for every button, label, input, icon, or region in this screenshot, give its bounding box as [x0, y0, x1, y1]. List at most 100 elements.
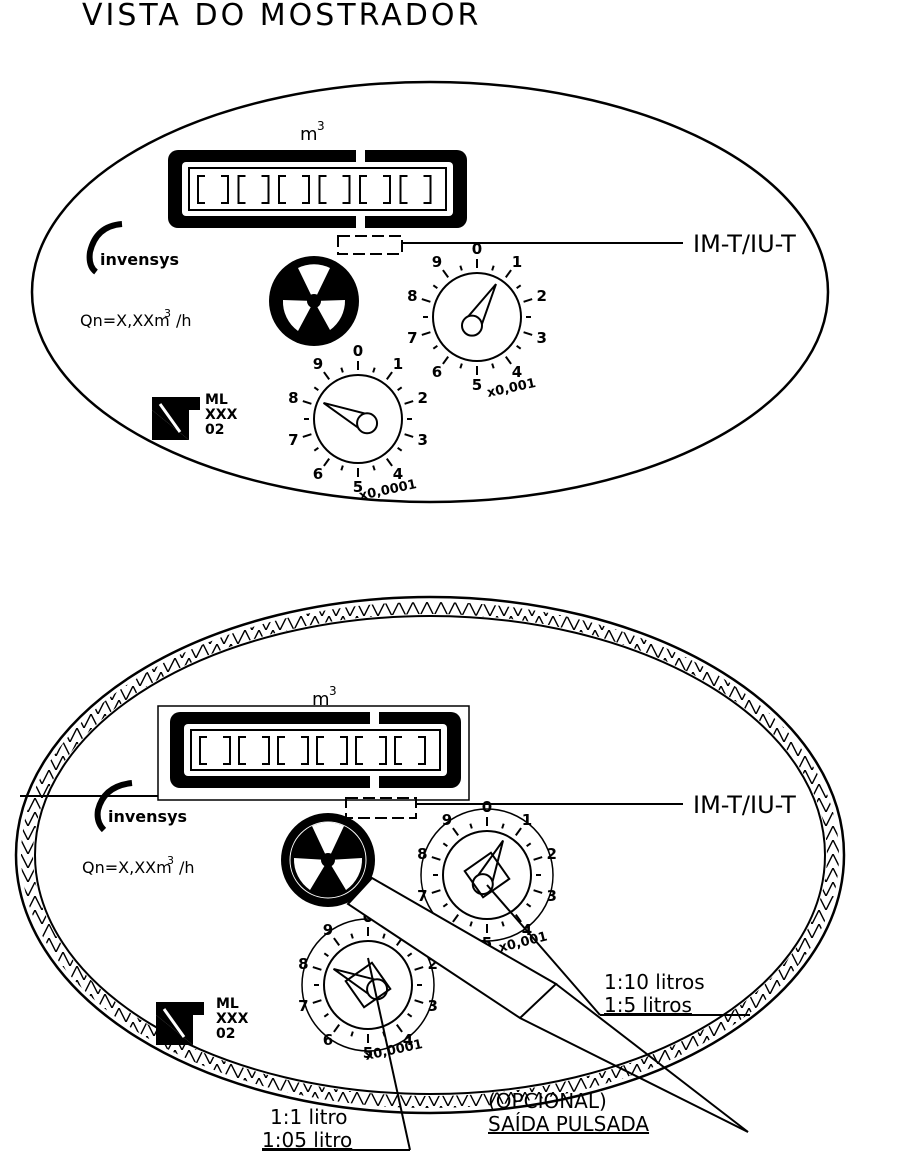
top-meter: m 3 IM-T/IU-T invensys Qn=X,XXm 3	[30, 80, 830, 504]
dial-tick	[516, 284, 522, 290]
top-mark-02: 02	[205, 422, 224, 438]
dial-digit: 1	[512, 253, 522, 271]
counter-digit-slot	[316, 736, 348, 765]
callout-leaders	[262, 884, 750, 1151]
callout-right-line1: 1:10 litros	[604, 970, 705, 994]
dial-tick	[340, 367, 344, 373]
dial-digit: 4	[403, 1031, 413, 1049]
dial-tick	[350, 933, 354, 939]
dial-tick	[431, 856, 441, 861]
dial-tick	[333, 1024, 341, 1033]
top-flow-label: Qn=X,XXm	[80, 311, 170, 330]
dial-digit: 6	[323, 1031, 333, 1049]
dial-tick	[323, 371, 331, 380]
dial-digit: 5	[353, 478, 363, 496]
dial-tick	[459, 265, 463, 271]
dial-tick	[442, 842, 448, 848]
dial-tick	[302, 400, 312, 405]
callout-pulse-line1: (OPCIONAL)	[488, 1089, 607, 1113]
dial-outer-ring	[301, 918, 435, 1052]
svg-text:invensys: invensys	[108, 807, 187, 826]
counter-digit-slot	[355, 736, 387, 765]
top-module-window	[337, 235, 683, 255]
dial-tick	[407, 1012, 413, 1018]
dial-tick	[404, 400, 414, 405]
bottom-mark-ml: ML	[216, 996, 239, 1012]
bottom-counter	[157, 705, 470, 801]
bottom-unit-exp: 3	[329, 684, 337, 698]
dial-tick	[452, 827, 460, 836]
counter-digit-slot	[278, 175, 310, 204]
dial-digit: 2	[536, 287, 546, 305]
dial-tick	[523, 298, 533, 303]
dial-tick	[312, 999, 322, 1004]
dial-tick	[323, 458, 331, 467]
dial-hub	[461, 314, 483, 337]
dial-digit: 0	[472, 240, 482, 258]
top-flow-exp: 3	[164, 307, 171, 320]
dial-tick	[533, 889, 543, 894]
top-unit: m	[300, 124, 318, 145]
dial-digit: 2	[417, 389, 427, 407]
dial-tick	[491, 265, 495, 271]
dial-digit: 3	[427, 997, 437, 1015]
dial-tick	[459, 363, 463, 369]
dial-tick	[397, 446, 403, 452]
dial-tick	[313, 446, 319, 452]
dial-tick	[442, 356, 450, 365]
top-mark-xxx: XXX	[205, 407, 238, 423]
dial-digit: 8	[298, 955, 308, 973]
dial-tick	[404, 433, 414, 438]
dial-tick	[432, 344, 438, 350]
dial-digit: 2	[427, 955, 437, 973]
dial-digit: 3	[546, 887, 556, 905]
top-mark-ml: ML	[205, 392, 228, 408]
bottom-approval-mark	[156, 1002, 204, 1045]
bottom-meter-face	[34, 615, 826, 1095]
dial-tick	[414, 966, 424, 971]
callout-pulse-line2: SAÍDA PULSADA	[488, 1112, 649, 1136]
top-meter-body	[30, 80, 830, 504]
bottom-flow-exp: 3	[167, 854, 174, 867]
dial-digit: 5	[482, 934, 492, 952]
dial-digit: 5	[472, 376, 482, 394]
dial-digit: 7	[417, 887, 427, 905]
bottom-flow-indicator	[281, 813, 375, 907]
counter-digit-slot	[237, 175, 270, 204]
counter-digit-slot	[399, 175, 432, 204]
bottom-flow-suffix: /h	[179, 858, 195, 877]
callout-right-line2: 1:5 litros	[604, 993, 692, 1017]
dial-digit: 8	[417, 845, 427, 863]
bottom-mark-xxx: XXX	[216, 1011, 249, 1027]
dial-tick	[442, 902, 448, 908]
dial-digit: 8	[407, 287, 417, 305]
counter-digit-slot	[277, 736, 309, 765]
dial-tick	[372, 465, 376, 471]
dial-digit: 7	[298, 997, 308, 1015]
dial-digit: 0	[353, 342, 363, 360]
counter-digit-slot	[197, 175, 229, 204]
dial-digit: 2	[546, 845, 556, 863]
top-counter	[168, 150, 467, 228]
dial-tick	[432, 284, 438, 290]
dial-digit: 9	[323, 921, 333, 939]
dial-tick	[469, 921, 473, 927]
dial-digit: 8	[288, 389, 298, 407]
dial-tick	[504, 356, 512, 365]
dial-tick	[382, 933, 386, 939]
dial-tick	[452, 914, 460, 923]
counter-digit-slot	[359, 175, 391, 204]
counter-digit-slot	[318, 175, 351, 204]
top-unit-exp: 3	[317, 119, 325, 133]
dial-tick	[312, 966, 322, 971]
dial-tick	[385, 371, 393, 380]
dial-tick	[516, 344, 522, 350]
top-module-label: IM-T/IU-T	[693, 230, 796, 258]
dial-tick	[514, 914, 522, 923]
top-brand-logo: invensys	[86, 221, 179, 275]
dial-tick	[442, 269, 450, 278]
dial-tick	[504, 269, 512, 278]
dial-tick	[431, 889, 441, 894]
